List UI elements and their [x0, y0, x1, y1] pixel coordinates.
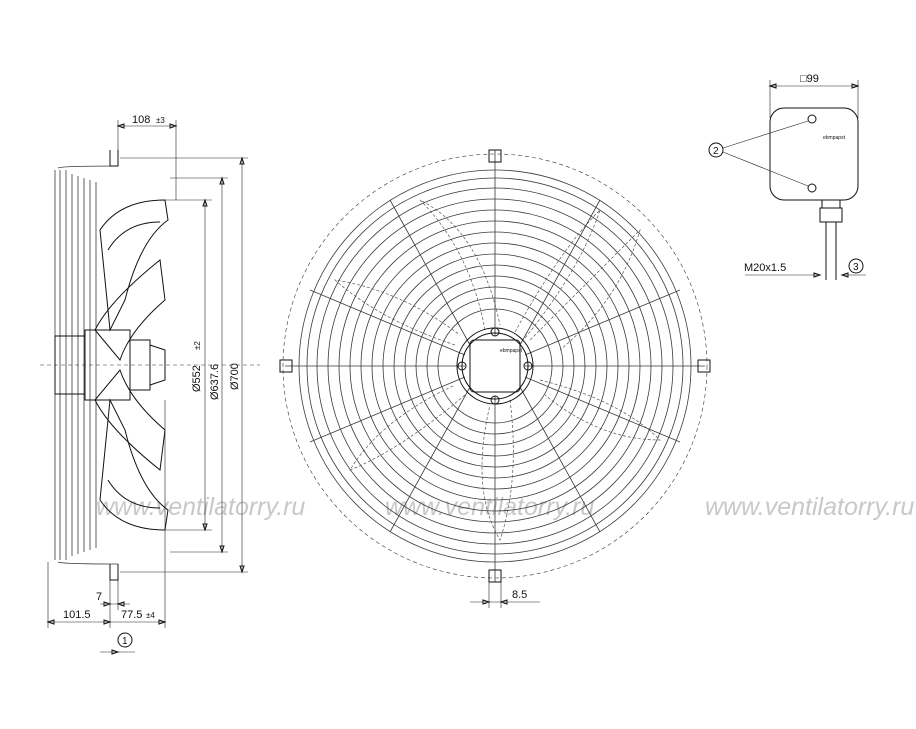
callout-3: 3: [853, 262, 859, 273]
guard-spokes: [285, 150, 705, 582]
hub-inner-circle: [461, 332, 529, 400]
bottom-flange: [109, 564, 119, 581]
dim-101: 101.5: [63, 609, 91, 621]
hub-screw: [457, 361, 467, 371]
box-screw: [807, 114, 817, 124]
callout-2-circle: [708, 142, 724, 158]
callout-1-circle: [117, 632, 133, 648]
watermark-layer: www.ventilatorry.ru www.ventilatorry.ru …: [96, 493, 914, 521]
cable: [825, 222, 837, 280]
hub-screw: [490, 395, 500, 405]
dim-99: □99: [800, 73, 819, 85]
dim-8-5: 8.5: [512, 589, 527, 601]
box-screw: [807, 183, 817, 193]
terminal-box-body: [769, 107, 859, 201]
side-blades: [94, 199, 169, 531]
watermark-text: www.ventilatorry.ru: [96, 493, 305, 521]
callout-3-circle: [848, 258, 864, 274]
dim-gland: M20x1.5: [744, 262, 786, 274]
hub-screw: [490, 327, 500, 337]
front-view: ebmpapst 8.5: [279, 149, 711, 608]
dim-7: 7: [96, 591, 102, 603]
callout-2: 2: [713, 146, 719, 157]
callout-2-leaders: [722, 120, 809, 187]
dim-77-tol: ±4: [146, 611, 155, 620]
hub-logo: ebmpapst: [500, 348, 523, 354]
dim-108: 108: [132, 114, 150, 126]
top-flange: [109, 150, 119, 167]
watermark-text: www.ventilatorry.ru: [705, 493, 914, 521]
dim-77: 77.5: [121, 609, 142, 621]
side-view: 108 ±3 Ø552 ±2 Ø637.6 Ø700 101.5 77.5 ±4…: [40, 114, 260, 655]
hub-circle: [456, 327, 534, 405]
dim-700: Ø700: [229, 363, 241, 390]
blades-hidden: [333, 199, 661, 541]
hub-terminal-box: [469, 339, 521, 393]
dim-108-tol: ±3: [156, 116, 165, 125]
dim-552: Ø552: [191, 365, 203, 392]
rotor-nose: [149, 344, 166, 386]
terminal-box-detail: □99 ebmpapst 2 M20x1.5 3: [708, 73, 866, 280]
dim-637: Ø637.6: [209, 364, 221, 400]
hub-screw: [523, 361, 533, 371]
gland-nut: [821, 199, 841, 209]
gland-body: [819, 207, 843, 223]
callout-1: 1: [122, 636, 128, 647]
dim-552-tol: ±2: [193, 341, 202, 350]
watermark-text: www.ventilatorry.ru: [385, 493, 594, 521]
box-logo: ebmpapst: [823, 135, 846, 141]
